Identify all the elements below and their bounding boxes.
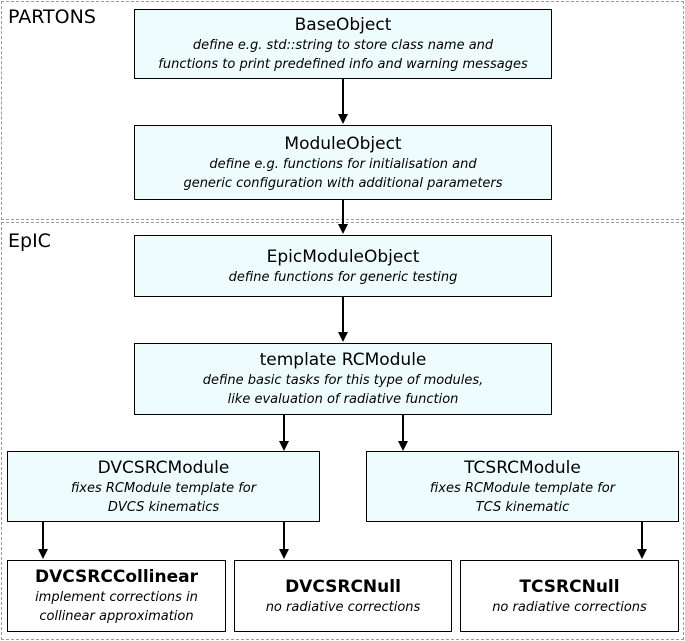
base-object-box: BaseObject define e.g. std::string to st… bbox=[134, 9, 552, 79]
tcs-rc-module-title: TCSRCModule bbox=[464, 457, 581, 478]
dvcs-rc-collinear-box: DVCSRCCollinear implement corrections in… bbox=[7, 560, 226, 632]
dvcs-rc-collinear-desc-line-2: collinear approximation bbox=[39, 609, 194, 624]
base-object-title: BaseObject bbox=[294, 15, 392, 35]
epic-module-object-desc: define functions for generic testing bbox=[228, 269, 458, 285]
dvcs-rc-module-box: DVCSRCModule fixes RCModule template for… bbox=[7, 451, 320, 522]
dvcs-rc-null-title: DVCSRCNull bbox=[285, 576, 401, 597]
dvcs-rc-collinear-title: DVCSRCCollinear bbox=[35, 567, 198, 587]
rc-module-desc-line-1: define basic tasks for this type of modu… bbox=[202, 373, 484, 388]
rc-module-box: template RCModule define basic tasks for… bbox=[134, 343, 552, 415]
tcs-rc-null-title: TCSRCNull bbox=[519, 576, 620, 597]
dvcs-rc-module-desc-line-1: fixes RCModule template for bbox=[70, 480, 257, 496]
rc-module-desc-line-2: like evaluation of radiative function bbox=[227, 392, 459, 407]
tcs-rc-module-desc-line-1: fixes RCModule template for bbox=[429, 480, 616, 496]
base-object-desc-line-2: functions to print predefined info and w… bbox=[158, 57, 528, 72]
tcs-rc-module-desc-line-2: TCS kinematic bbox=[475, 499, 570, 515]
module-object-desc-line-2: generic configuration with additional pa… bbox=[183, 175, 503, 191]
dvcs-rc-null-desc: no radiative corrections bbox=[265, 599, 421, 615]
tcs-rc-null-desc: no radiative corrections bbox=[492, 599, 647, 615]
dvcs-rc-null-box: DVCSRCNull no radiative corrections bbox=[234, 560, 452, 632]
dvcs-rc-module-desc-line-2: DVCS kinematics bbox=[107, 499, 220, 515]
epic-region-label: EpIC bbox=[8, 230, 51, 252]
module-object-title: ModuleObject bbox=[284, 133, 402, 154]
tcs-rc-module-box: TCSRCModule fixes RCModule template for … bbox=[366, 451, 679, 522]
module-object-desc-line-1: define e.g. functions for initialisation… bbox=[209, 156, 477, 172]
tcs-rc-null-box: TCSRCNull no radiative corrections bbox=[460, 560, 679, 632]
module-object-box: ModuleObject define e.g. functions for i… bbox=[134, 125, 552, 200]
dvcs-rc-module-title: DVCSRCModule bbox=[97, 457, 230, 478]
epic-module-object-box: EpicModuleObject define functions for ge… bbox=[134, 235, 552, 297]
epic-module-object-title: EpicModuleObject bbox=[266, 246, 420, 267]
partons-region-label: PARTONS bbox=[8, 6, 96, 28]
dvcs-rc-collinear-desc-line-1: implement corrections in bbox=[35, 590, 198, 605]
rc-module-title: template RCModule bbox=[259, 350, 427, 370]
base-object-desc-line-1: define e.g. std::string to store class n… bbox=[192, 38, 494, 53]
